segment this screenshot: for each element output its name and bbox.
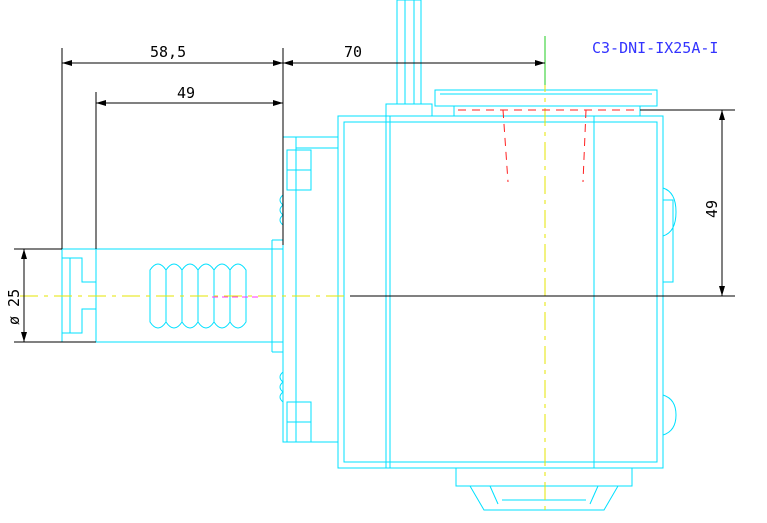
dimension-58-5: 58,5 bbox=[61, 43, 284, 249]
dimension-label-49-top: 49 bbox=[177, 84, 195, 102]
bottom-output bbox=[455, 467, 633, 511]
hidden-lines bbox=[458, 109, 640, 183]
part-number-label: C3-DNI-IX25A-I bbox=[592, 39, 718, 57]
dimension-diameter-25: ø 25 bbox=[5, 248, 96, 343]
center-lines bbox=[20, 36, 546, 515]
dimension-label-58-5: 58,5 bbox=[150, 43, 186, 61]
top-stem bbox=[385, 0, 433, 117]
main-body bbox=[337, 115, 664, 469]
dimension-70: 70 bbox=[283, 43, 545, 66]
dimension-label-49-right: 49 bbox=[703, 200, 721, 218]
left-flange bbox=[279, 136, 339, 443]
dimension-49-right: 49 bbox=[350, 109, 735, 297]
dimension-49-shank: 49 bbox=[95, 84, 283, 249]
dimension-label-70: 70 bbox=[344, 43, 362, 61]
dimension-label-diameter: ø 25 bbox=[5, 289, 23, 325]
top-flange bbox=[434, 89, 658, 117]
right-bosses bbox=[662, 187, 677, 436]
